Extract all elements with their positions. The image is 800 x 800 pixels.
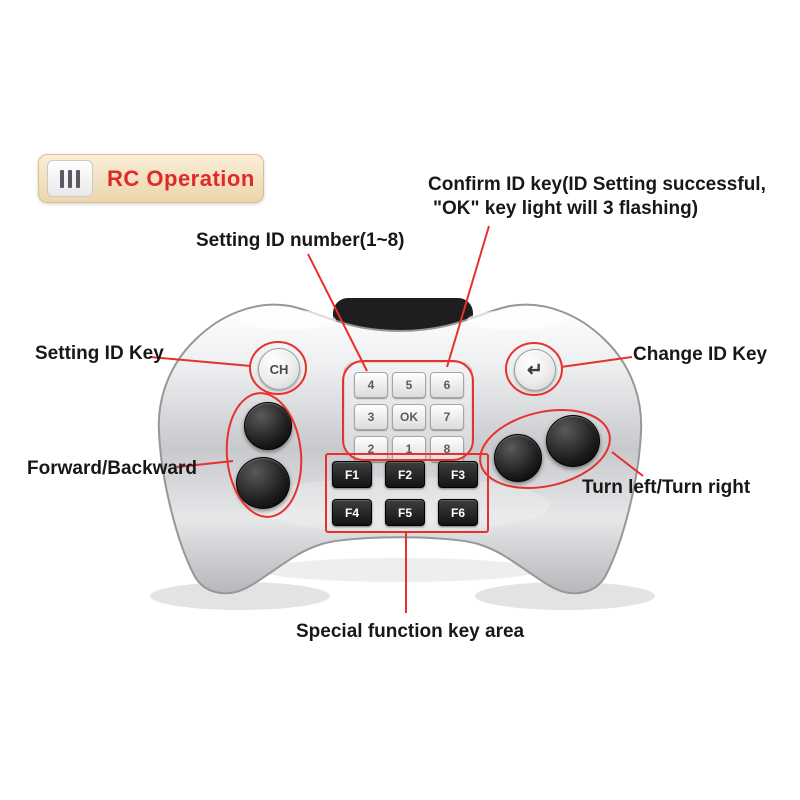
backward-button bbox=[236, 457, 290, 509]
fkey-f4: F4 bbox=[332, 499, 372, 526]
key-2: 2 bbox=[354, 436, 388, 462]
key-8: 8 bbox=[430, 436, 464, 462]
key-3: 3 bbox=[354, 404, 388, 430]
fkey-f1: F1 bbox=[332, 461, 372, 488]
label-turn-left-right: Turn left/Turn right bbox=[582, 477, 751, 498]
controller-back-panel bbox=[333, 298, 473, 340]
shadow-right bbox=[475, 582, 655, 610]
line-change-id-key bbox=[560, 356, 633, 368]
fkey-f3: F3 bbox=[438, 461, 478, 488]
shadow-center bbox=[260, 558, 540, 582]
key-4: 4 bbox=[354, 372, 388, 398]
forward-button bbox=[244, 402, 292, 450]
fkey-f5: F5 bbox=[385, 499, 425, 526]
label-setting-id-key: Setting ID Key bbox=[35, 343, 164, 364]
fkey-f2: F2 bbox=[385, 461, 425, 488]
label-setting-id-number: Setting ID number(1~8) bbox=[196, 230, 405, 251]
key-ok: OK bbox=[392, 404, 426, 430]
label-special-function: Special function key area bbox=[296, 621, 525, 642]
enter-arrow-icon: ↵ bbox=[527, 359, 543, 381]
shadow-left bbox=[150, 582, 330, 610]
label-confirm-id-key-line1: Confirm ID key(ID Setting successful, bbox=[428, 174, 766, 195]
line-confirm-id-key bbox=[446, 225, 490, 368]
section-badge-label: RC Operation bbox=[107, 165, 255, 191]
label-change-id-key: Change ID Key bbox=[633, 344, 768, 365]
highlight-right-hump bbox=[467, 310, 563, 330]
key-6: 6 bbox=[430, 372, 464, 398]
highlight-left-hump bbox=[240, 310, 336, 330]
turn-right-button bbox=[546, 415, 600, 467]
fkey-f6: F6 bbox=[438, 499, 478, 526]
label-forward-backward: Forward/Backward bbox=[27, 458, 197, 479]
line-setting-id-key bbox=[149, 356, 252, 367]
key-7: 7 bbox=[430, 404, 464, 430]
label-confirm-id-key-line2: "OK" key light will 3 flashing) bbox=[433, 198, 699, 219]
function-key-area: F1 F2 F3 F4 F5 F6 bbox=[332, 461, 478, 526]
menu-bars-icon bbox=[47, 160, 93, 197]
turn-left-button bbox=[494, 434, 542, 482]
line-setting-id-number bbox=[307, 253, 368, 372]
enter-button: ↵ bbox=[514, 349, 556, 391]
key-1: 1 bbox=[392, 436, 426, 462]
ch-button: CH bbox=[258, 348, 300, 390]
line-turn bbox=[611, 451, 644, 477]
id-keypad: 4 5 6 3 OK 7 2 1 8 bbox=[354, 372, 464, 462]
section-badge: RC Operation bbox=[38, 154, 264, 203]
key-5: 5 bbox=[392, 372, 426, 398]
